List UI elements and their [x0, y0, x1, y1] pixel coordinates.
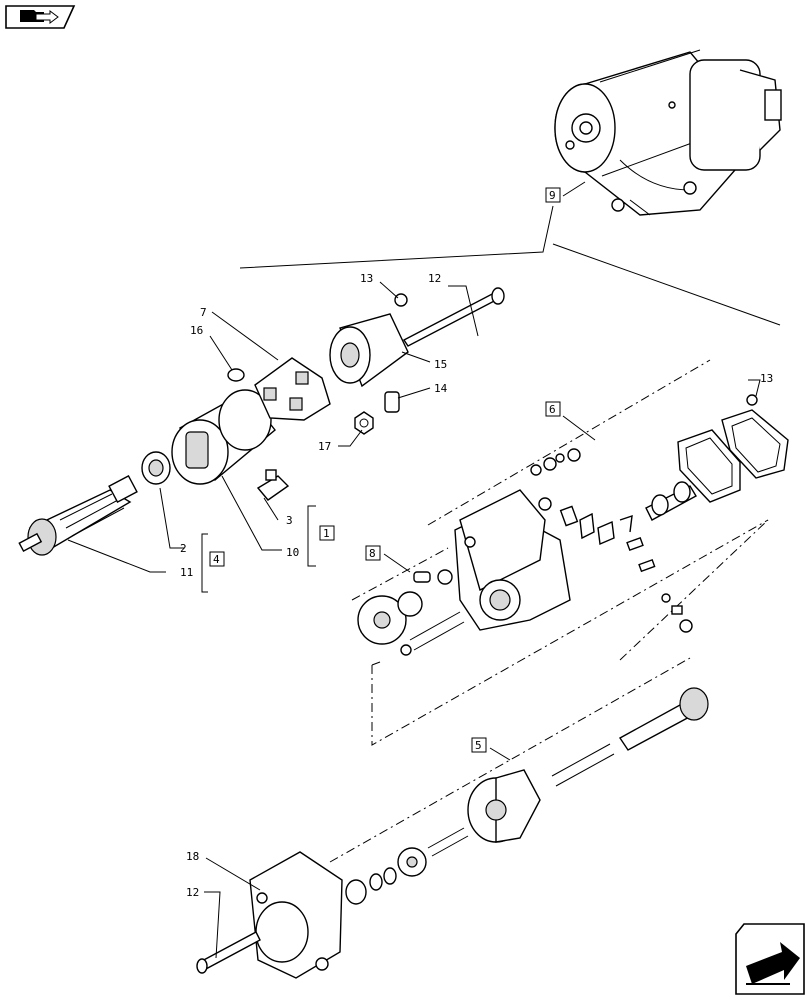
callout-labels: 7 16 13 12 15 14 17 13 3 2 10 11 18 12: [180, 272, 773, 899]
callout-17: 17: [318, 440, 331, 453]
callout-leaders: [67, 281, 761, 959]
callout-10: 10: [286, 546, 299, 559]
callout-1: 1: [323, 527, 330, 540]
armature-part: [18, 474, 138, 556]
washer-set-part: [530, 448, 581, 511]
callout-9: 9: [549, 189, 556, 202]
solenoid-housing-part: [454, 489, 571, 631]
brush-holder-part: [254, 357, 331, 421]
callout-11: 11: [180, 566, 193, 579]
callout-6: 6: [549, 403, 556, 416]
solenoid-cover-part: [721, 394, 789, 479]
plug-part: [227, 368, 245, 382]
explode-lines: [239, 181, 781, 326]
callout-8: 8: [369, 547, 376, 560]
previous-page-button[interactable]: [4, 4, 76, 28]
contact-set-part: [559, 505, 656, 573]
next-page-arrow-icon: [735, 923, 805, 995]
idler-gear-part: [357, 569, 465, 656]
callout-13-right: 13: [760, 372, 773, 385]
folder-arrow-icon: [5, 5, 76, 29]
pinion-gear-part: [397, 827, 469, 877]
callout-4: 4: [213, 553, 220, 566]
next-page-button[interactable]: [734, 920, 804, 996]
ring-set-part: [345, 867, 397, 905]
callout-18: 18: [186, 850, 199, 863]
gasket-part: [677, 429, 741, 503]
callout-16: 16: [190, 324, 203, 337]
brush-part: [256, 469, 290, 501]
callout-14: 14: [434, 382, 448, 395]
bearing-part: [141, 451, 171, 485]
callout-5: 5: [475, 739, 482, 752]
callout-13-top: 13: [360, 272, 373, 285]
nut-part: [354, 411, 374, 435]
drive-shaft-part: [551, 687, 709, 787]
starter-motor-assembly: [554, 49, 782, 216]
end-cover-part: [329, 313, 409, 388]
group-outlines: [329, 359, 769, 863]
drive-housing-part: [249, 851, 343, 979]
callout-12-top: 12: [428, 272, 441, 285]
callout-3: 3: [286, 514, 293, 527]
yoke-part: [171, 389, 276, 485]
small-fittings-part: [661, 593, 693, 633]
callout-12-bottom: 12: [186, 886, 199, 899]
callout-2: 2: [180, 542, 187, 555]
screw-part: [394, 293, 408, 307]
boxed-callouts: 9 1 4 6 8 5: [209, 187, 561, 753]
callout-15: 15: [434, 358, 447, 371]
bushing-part: [384, 391, 400, 413]
through-bolt-part: [402, 287, 505, 347]
plunger-part: [645, 481, 697, 521]
bolt-part: [196, 931, 261, 974]
callout-7: 7: [200, 306, 207, 319]
clutch-part: [467, 769, 541, 843]
